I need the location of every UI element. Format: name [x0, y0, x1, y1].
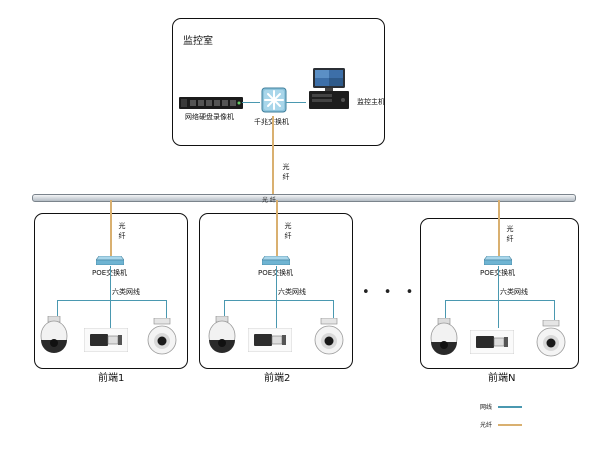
front-end-1-label: 前端1: [98, 373, 125, 384]
front-n-drop-a: [445, 300, 447, 320]
front-1-drop-a: [57, 300, 59, 318]
legend-label-fiber: 光纤: [480, 422, 493, 429]
front-1-fiber: [110, 200, 112, 260]
front-1-drop-c: [166, 300, 168, 320]
main-fiber-uplink: [272, 116, 274, 194]
core-switch-label: 千兆交换机: [254, 117, 289, 127]
front-n-fiber-label: 光 纤: [506, 225, 514, 243]
box-camera-icon: [84, 328, 128, 352]
front-n-cable-bus: [445, 300, 555, 302]
control-room-box: 监控室 网络硬盘录像机 千兆交换机: [172, 18, 385, 146]
legend-swatch-fiber: [498, 424, 522, 426]
dome-camera-icon: [206, 316, 238, 358]
front-2-cable-label: 六类网线: [278, 288, 306, 296]
front-n-fiber: [498, 200, 500, 260]
front-2-drop-b: [276, 300, 278, 328]
main-fiber-label: 光 纤: [282, 163, 290, 181]
front-2-switch-label: POE交换机: [258, 268, 293, 278]
front-1-cable-bus: [57, 300, 167, 302]
front-1-switch-drop: [110, 266, 112, 300]
box-camera-icon: [470, 330, 514, 354]
ball-camera-icon: [535, 320, 567, 360]
ball-camera-icon: [313, 318, 345, 358]
fiber-bus-label: 光 纤: [262, 197, 276, 204]
monitor-host-icon: [307, 67, 351, 111]
front-n-drop-c: [554, 300, 556, 320]
front-n-cable-label: 六类网线: [500, 288, 528, 296]
monitor-host-label: 监控主机: [357, 98, 385, 106]
front-n-drop-b: [498, 300, 500, 328]
dome-camera-icon: [38, 316, 70, 358]
poe-switch-icon: [484, 256, 512, 265]
legend-label-network-cable: 网线: [480, 404, 493, 411]
front-1-fiber-label: 光 纤: [118, 222, 126, 240]
front-1-cable-label: 六类网线: [112, 288, 140, 296]
legend-swatch-network-cable: [498, 406, 522, 408]
front-2-drop-a: [224, 300, 226, 318]
nvr-label: 网络硬盘录像机: [185, 113, 234, 121]
ball-camera-icon: [146, 318, 178, 358]
front-2-cable-bus: [224, 300, 334, 302]
link-switch-host: [286, 102, 306, 104]
front-1-switch-label: POE交换机: [92, 268, 127, 278]
box-camera-icon: [248, 328, 292, 352]
nvr-icon: [179, 97, 243, 109]
front-1-drop-b: [110, 300, 112, 328]
poe-switch-icon: [262, 256, 290, 265]
front-2-fiber: [276, 200, 278, 260]
front-2-switch-drop: [276, 266, 278, 300]
front-end-2-label: 前端2: [264, 373, 291, 384]
front-2-fiber-label: 光 纤: [284, 222, 292, 240]
poe-switch-icon: [96, 256, 124, 265]
dome-camera-icon: [428, 318, 460, 360]
front-end-n-label: 前端N: [488, 373, 516, 384]
front-n-switch-label: POE交换机: [480, 268, 515, 278]
core-switch-icon: [261, 87, 287, 113]
front-n-switch-drop: [498, 266, 500, 300]
link-nvr-switch: [242, 102, 260, 104]
front-2-drop-c: [333, 300, 335, 320]
legend: 网线 光纤: [480, 402, 540, 432]
control-room-title: 监控室: [183, 36, 213, 47]
fiber-backbone-bus: [32, 194, 576, 202]
